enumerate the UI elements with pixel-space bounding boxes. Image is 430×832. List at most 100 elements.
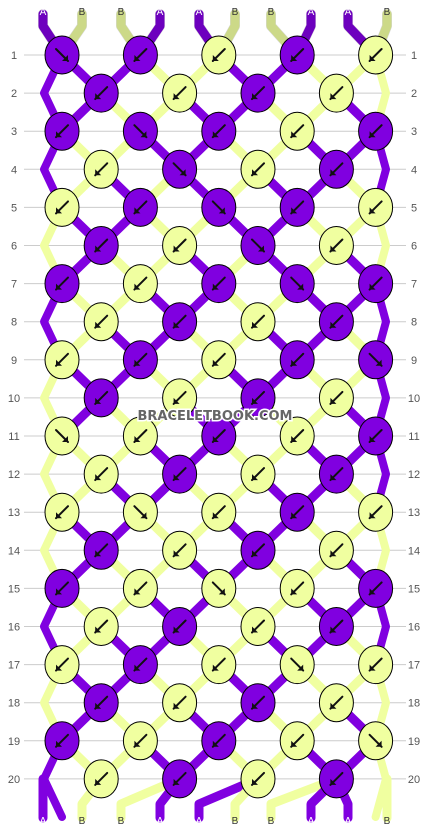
knot — [162, 607, 198, 646]
row-number: 9 — [11, 355, 17, 367]
knot — [318, 530, 354, 570]
bottom-thread-end — [194, 774, 263, 823]
arrowhead — [173, 93, 180, 100]
arrowhead — [173, 474, 180, 481]
row-number: 14 — [408, 545, 420, 557]
bottom-thread-label: B — [268, 816, 275, 827]
row-number: 19 — [408, 736, 420, 748]
knot — [122, 416, 158, 456]
arrowhead — [369, 131, 376, 138]
row-number: 20 — [8, 774, 20, 786]
arrowhead — [291, 207, 298, 214]
arrowhead — [369, 512, 376, 519]
knot — [201, 492, 237, 532]
knot — [83, 683, 119, 723]
knot — [358, 645, 394, 685]
arrowhead — [134, 436, 141, 442]
top-thread-label: A — [345, 7, 352, 18]
arrowhead — [330, 702, 337, 709]
knot — [83, 759, 119, 799]
arrowhead — [252, 702, 258, 709]
knot — [44, 721, 80, 761]
knot — [122, 645, 158, 685]
arrowhead — [291, 740, 298, 747]
knot — [44, 568, 80, 608]
top-thread-label: A — [157, 7, 164, 18]
knot — [201, 340, 237, 380]
knot — [318, 759, 354, 799]
knot — [44, 416, 80, 456]
arrowhead — [330, 321, 337, 328]
knot — [122, 721, 158, 761]
row-number: 13 — [8, 507, 20, 519]
top-thread-label: A — [308, 7, 315, 18]
knot — [240, 302, 276, 342]
arrowhead — [252, 778, 258, 785]
knot — [201, 645, 237, 685]
arrowhead — [291, 55, 298, 61]
knot — [279, 645, 315, 685]
arrowhead — [252, 169, 258, 176]
knot — [162, 226, 198, 265]
bottom-thread-end — [266, 774, 341, 823]
knot — [83, 226, 119, 265]
knot — [318, 454, 354, 494]
row-number: 8 — [411, 317, 417, 329]
arrowhead — [252, 397, 258, 404]
row-number: 15 — [408, 583, 420, 595]
knot — [279, 340, 315, 380]
knot — [279, 111, 315, 151]
knot — [122, 111, 158, 151]
arrowhead — [173, 778, 180, 785]
knot — [122, 187, 158, 227]
arrowhead — [212, 55, 219, 61]
arrowhead — [95, 93, 102, 100]
knot — [279, 721, 315, 761]
arrowhead — [212, 436, 219, 442]
arrowhead — [140, 512, 147, 519]
knot — [44, 340, 80, 380]
row-number: 4 — [411, 164, 417, 176]
arrowhead — [134, 588, 141, 595]
row-number: 13 — [408, 507, 420, 519]
knot — [279, 492, 315, 532]
arrowhead — [369, 55, 376, 61]
bottom-thread-label: A — [196, 816, 203, 827]
row-number: 17 — [408, 660, 420, 672]
arrowhead — [375, 359, 382, 366]
knot — [162, 454, 198, 494]
row-number: 6 — [411, 241, 417, 253]
knot — [44, 111, 80, 151]
bottom-thread-label: B — [232, 816, 239, 827]
row-number: 14 — [8, 545, 20, 557]
top-thread-label: B — [384, 7, 391, 18]
arrowhead — [95, 702, 102, 709]
arrowhead — [95, 245, 102, 252]
row-number: 3 — [11, 126, 17, 138]
knot — [279, 187, 315, 227]
knot — [201, 111, 237, 151]
arrowhead — [212, 664, 219, 671]
arrowhead — [56, 512, 62, 519]
bottom-thread-label: B — [384, 816, 391, 827]
knot — [318, 73, 354, 113]
knot — [162, 530, 198, 570]
row-number: 15 — [8, 583, 20, 595]
knot — [83, 302, 119, 342]
knot — [201, 568, 237, 608]
arrowhead — [173, 245, 180, 252]
knot — [162, 302, 198, 342]
arrowhead — [173, 626, 180, 633]
arrowhead — [179, 169, 186, 176]
knot — [240, 378, 276, 418]
arrowhead — [297, 283, 304, 290]
bottom-thread-label: A — [345, 816, 352, 827]
row-number: 18 — [8, 698, 20, 710]
arrowhead — [252, 626, 258, 633]
arrowhead — [375, 740, 382, 747]
row-number: 1 — [11, 50, 17, 62]
top-thread-label: B — [118, 7, 125, 18]
knot — [44, 645, 80, 685]
